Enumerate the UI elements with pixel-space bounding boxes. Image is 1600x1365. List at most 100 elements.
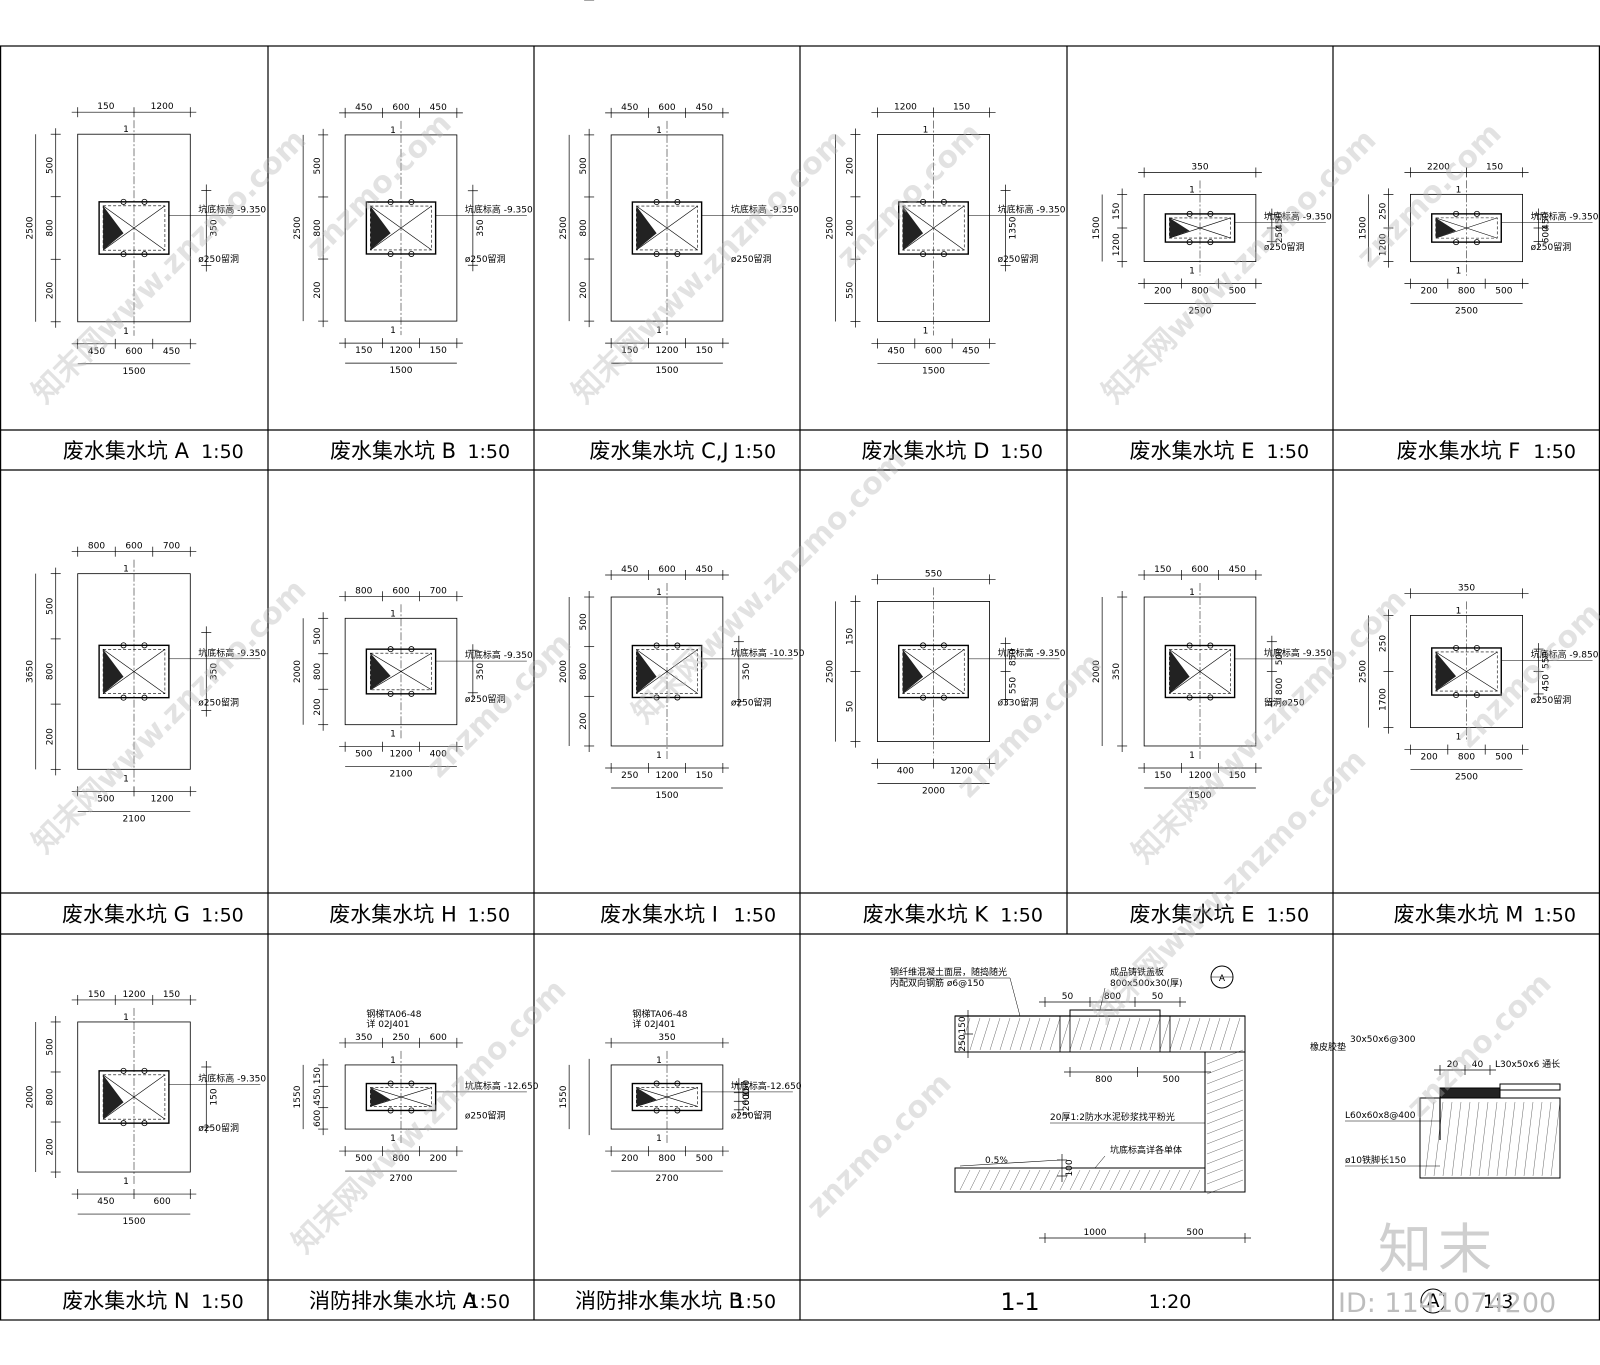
hole-note: ø250留洞 (465, 1109, 506, 1121)
dimension-text: 1200 (390, 346, 413, 356)
dimension-text: 1200 (390, 750, 413, 760)
dimension-text: 250 (1378, 202, 1388, 219)
pipe-hole (1473, 692, 1480, 699)
pipe-hole (920, 251, 927, 258)
hatch-line (1039, 1169, 1051, 1191)
pipe-hole (1186, 642, 1193, 649)
dimension-text: 800 (46, 219, 56, 236)
hatch-line (1206, 1059, 1244, 1075)
dimension-text: 450 (1542, 674, 1552, 691)
pipe-hole (141, 1120, 148, 1127)
dimension-text: 800 (1275, 678, 1285, 695)
cast-iron-cover (1069, 1009, 1161, 1017)
dimension-text: 50 (1152, 992, 1164, 1002)
hole-note: ø250留洞 (731, 253, 772, 265)
hatch-line (1059, 1017, 1071, 1051)
dimension-text: 450 (696, 565, 713, 575)
pipe-hole (387, 1080, 394, 1087)
pit-bottom-elevation: 坑底标高 -9.350 (998, 647, 1066, 659)
dimension-text: 800 (1104, 992, 1121, 1002)
hatch-line (1069, 1017, 1081, 1051)
hatch-line (959, 1169, 971, 1191)
pipe-hole (120, 1067, 127, 1074)
section-mark: 1 (656, 126, 662, 136)
hatch-line (1069, 1169, 1081, 1191)
dimension-text: 800 (392, 1154, 409, 1164)
dimension-text: 1200 (950, 767, 973, 777)
section-mark: 1 (390, 126, 396, 136)
dimension-text: 800 (1191, 287, 1208, 297)
detail-concrete (1419, 1097, 1561, 1179)
pipe-hole (653, 199, 660, 206)
panel-scale: 1:20 (1149, 1291, 1192, 1313)
pit-bottom-elevation: 坑底标高-12.650 (731, 1080, 802, 1092)
ladder-hatch (103, 205, 124, 251)
dimension-text: 500 (1229, 287, 1246, 297)
dimension-text: 500 (1186, 1228, 1203, 1238)
dimension-text: 1200 (894, 103, 917, 113)
hole-note: ø250留洞 (1264, 241, 1305, 253)
overall-height: 1550 (293, 1085, 303, 1108)
dimension-text: 450 (621, 565, 638, 575)
panel-title: 废水集水坑 F (1397, 439, 1521, 463)
hatch-line (1149, 1169, 1161, 1191)
panel-scale: 1:50 (1000, 905, 1043, 927)
ladder-hatch (103, 649, 124, 694)
dimension-text: 1200 (1378, 233, 1388, 256)
dimension-text: 1200 (742, 1094, 752, 1117)
dimension-text: 800 (658, 1154, 675, 1164)
panel-scale: 1:50 (733, 1291, 776, 1313)
panel-title: 废水集水坑 K (863, 903, 990, 927)
brand-watermark: 知末 (1378, 1218, 1498, 1281)
dimension-text: 600 (925, 346, 942, 356)
hatch-line (1206, 1049, 1244, 1065)
pipe-hole (387, 199, 394, 206)
overall-width: 2700 (656, 1174, 679, 1184)
dimension-text: 250 (1275, 226, 1285, 243)
frame-angle (1059, 1015, 1071, 1053)
pipe-hole (920, 642, 927, 649)
overall-width: 1500 (123, 1217, 146, 1227)
pipe-hole (387, 1107, 394, 1114)
hatch-line (1029, 1169, 1041, 1191)
section-mark: 1 (923, 126, 929, 136)
dimension-text: 500 (1495, 753, 1512, 763)
pipe-hole (1207, 210, 1214, 217)
overall-height: 1550 (559, 1085, 569, 1108)
dimension-text: 150 (430, 346, 447, 356)
dimension-text: 600 (154, 1197, 171, 1207)
overall-height: 2500 (1358, 660, 1368, 683)
hatch-line (969, 1017, 981, 1051)
dimension-text: 500 (579, 157, 589, 174)
ladder-hatch (1169, 649, 1190, 694)
dimension-text: 450 (88, 347, 105, 357)
section-mark: 1 (123, 1177, 129, 1187)
overall-width: 2500 (1455, 307, 1478, 317)
pipe-hole (1453, 692, 1460, 699)
dimension-text: 200 (313, 698, 323, 715)
hatch-line (1206, 1089, 1244, 1105)
dimension-text: 450 (696, 103, 713, 113)
dimension-text: 500 (313, 157, 323, 174)
pipe-hole (653, 250, 660, 257)
hatch-line (1460, 1101, 1471, 1177)
plaster-note: 20厚1:2防水水泥砂浆找平粉光 (1050, 1111, 1175, 1123)
leader-line (1094, 1155, 1106, 1169)
overall-height: 2500 (559, 216, 569, 239)
hatch-line (1451, 1101, 1462, 1177)
standard-reference: 详 02J401 (366, 1018, 409, 1030)
cover-diagonal (902, 205, 965, 251)
dimension-text: 150 (355, 346, 372, 356)
pipe-hole (1473, 239, 1480, 246)
panel-scale: 1:50 (733, 905, 776, 927)
drawing-id-label: ID: 1141074200 (1338, 1288, 1557, 1319)
panel-scale: 1:50 (201, 441, 244, 463)
section-mark: 1 (656, 1134, 662, 1144)
